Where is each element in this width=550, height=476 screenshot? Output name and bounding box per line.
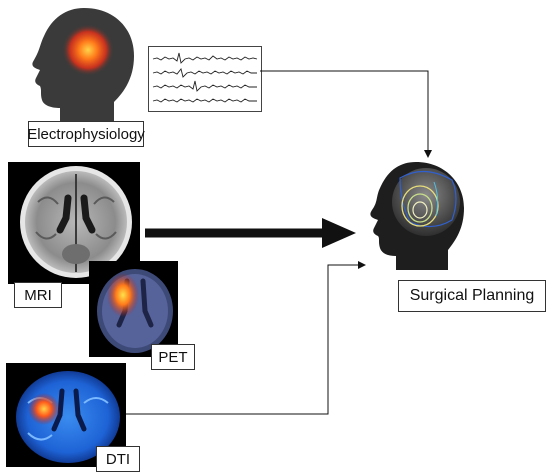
eeg-trace-panel bbox=[148, 46, 262, 112]
head-profile-icon bbox=[32, 8, 134, 122]
dti-image-panel bbox=[6, 363, 126, 467]
dti-brain-icon bbox=[16, 371, 120, 463]
electrophysiology-label: Electrophysiology bbox=[27, 121, 145, 147]
pet-image-panel bbox=[89, 261, 178, 357]
pet-brain-icon bbox=[97, 269, 173, 353]
eeg-connector-arrow bbox=[260, 70, 432, 158]
pet-label: PET bbox=[151, 344, 195, 370]
mri-label: MRI bbox=[14, 282, 62, 308]
dti-label: DTI bbox=[96, 446, 140, 472]
head-hotspot-figure bbox=[22, 4, 142, 122]
mri-image-panel bbox=[8, 162, 140, 284]
surgical-head-figure bbox=[360, 158, 468, 270]
brain-axial-icon bbox=[20, 166, 132, 278]
surgical-planning-label: Surgical Planning bbox=[398, 280, 546, 312]
eeg-waveform-icon bbox=[152, 52, 258, 103]
imaging-main-arrowhead bbox=[322, 218, 356, 248]
head-overlay-icon bbox=[370, 162, 464, 270]
